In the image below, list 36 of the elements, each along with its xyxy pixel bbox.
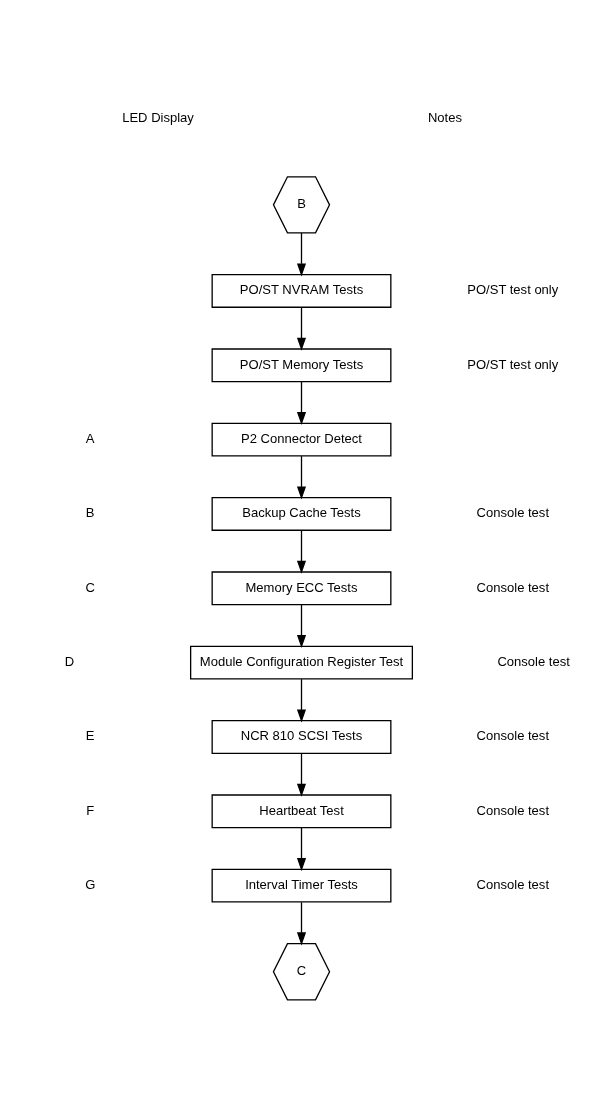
- arrow: [296, 231, 307, 276]
- label: Notes: [427, 109, 462, 125]
- arrow: [296, 752, 307, 797]
- arrow: [296, 826, 307, 871]
- arrow: [296, 455, 307, 499]
- arrow: [296, 603, 307, 648]
- label: Console test: [476, 579, 549, 595]
- arrow: [296, 678, 307, 722]
- label: E: [85, 727, 95, 743]
- label: Console test: [476, 802, 549, 818]
- label: B: [85, 504, 95, 520]
- node-box: P2 Connector Detect: [211, 422, 392, 457]
- label: G: [85, 876, 96, 892]
- node-box: NCR 810 SCSI Tests: [211, 719, 392, 754]
- label: A: [85, 430, 95, 446]
- node-box: PO/ST NVRAM Tests: [211, 273, 392, 308]
- node-box: PO/ST Memory Tests: [211, 347, 392, 382]
- arrow: [296, 306, 307, 351]
- label: Console test: [476, 876, 549, 892]
- node-box: Interval Timer Tests: [211, 868, 392, 903]
- label: PO/ST test only: [467, 356, 559, 372]
- label: F: [86, 802, 95, 818]
- label: C: [85, 579, 95, 595]
- arrow: [296, 380, 307, 425]
- node-box: Module Configuration Register Test: [190, 645, 413, 680]
- label: D: [64, 653, 75, 669]
- label: Console test: [476, 504, 549, 520]
- node-box: Heartbeat Test: [211, 793, 392, 828]
- label: Console test: [476, 727, 549, 743]
- label: LED Display: [122, 109, 194, 125]
- node-box: Memory ECC Tests: [211, 570, 392, 605]
- label: Console test: [497, 653, 570, 669]
- label: PO/ST test only: [467, 281, 559, 297]
- arrow: [296, 901, 307, 945]
- arrow: [296, 529, 307, 574]
- node-box: Backup Cache Tests: [211, 496, 392, 531]
